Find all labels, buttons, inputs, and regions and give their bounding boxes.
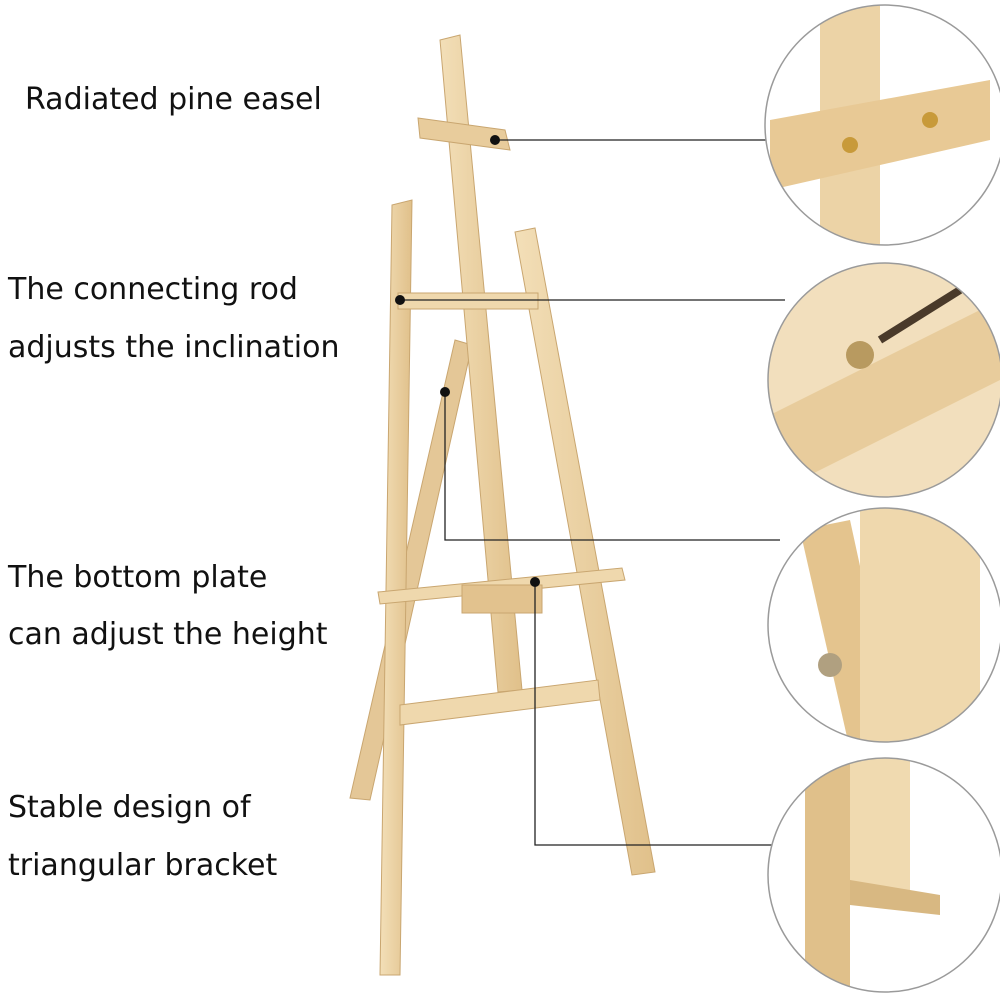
easel-back-leg: [349, 339, 473, 801]
label-bottom-plate-2: can adjust the height: [8, 617, 328, 652]
label-bottom-plate-1: The bottom plate: [8, 560, 268, 595]
label-connecting-rod-1: The connecting rod: [8, 272, 298, 307]
lower-bar: [399, 679, 601, 726]
easel-right-leg: [514, 227, 656, 876]
top-clamp: [417, 117, 511, 151]
label-stable-2: triangular bracket: [8, 848, 278, 883]
detail-circle-bracket: [768, 758, 1000, 992]
detail-circle-clamp: [765, 5, 1000, 245]
label-stable-1: Stable design of: [8, 790, 251, 825]
connecting-rod: [397, 292, 539, 310]
leader-lines: [400, 139, 785, 846]
detail-circle-plate: [768, 508, 1000, 742]
label-pine-easel: Radiated pine easel: [25, 82, 322, 117]
label-connecting-rod-2: adjusts the inclination: [8, 330, 340, 365]
detail-circle-rod: [768, 263, 1000, 497]
easel-left-leg: [379, 199, 413, 976]
